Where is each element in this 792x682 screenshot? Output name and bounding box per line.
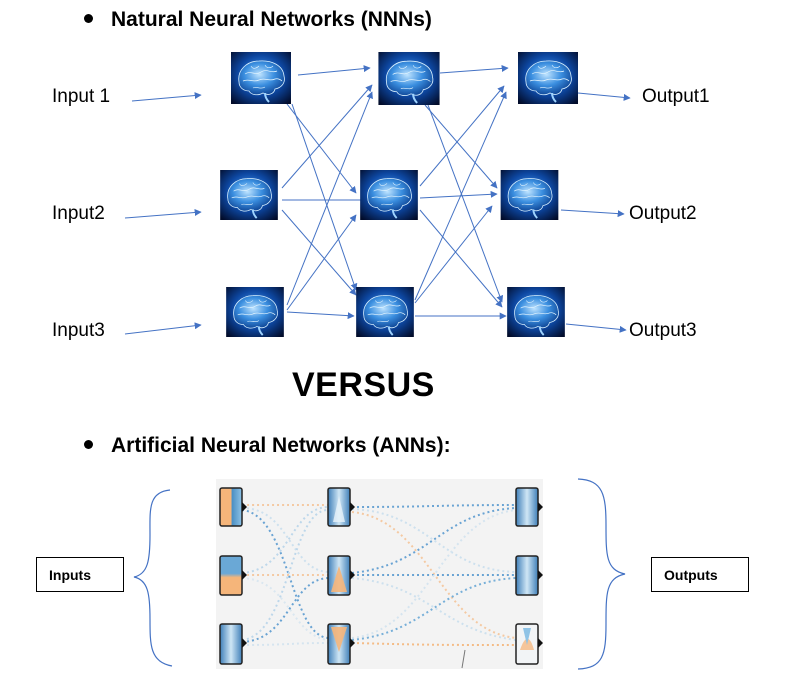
outputs-brace	[577, 478, 626, 670]
ann-neuron	[219, 555, 243, 596]
inputs-brace	[133, 489, 173, 667]
versus-text: VERSUS	[292, 366, 435, 404]
ann-heading: Artificial Neural Networks (ANNs):	[84, 434, 451, 458]
ann-neuron	[219, 487, 243, 527]
nnn-output-1-label: Output1	[642, 86, 710, 107]
ann-panel	[216, 479, 543, 669]
ann-inputs-label: Inputs	[49, 566, 91, 583]
brain-node-icon	[359, 170, 419, 220]
brain-node-icon	[355, 287, 415, 337]
ann-neuron	[219, 623, 243, 665]
brain-node-icon	[506, 287, 566, 337]
nnn-nodes	[219, 52, 578, 337]
brain-node-icon	[518, 52, 578, 104]
nnn-output-3-label: Output3	[629, 320, 697, 341]
ann-inputs-box: Inputs	[36, 557, 124, 592]
brain-node-icon	[225, 287, 285, 337]
nnn-heading: Natural Neural Networks (NNNs)	[84, 8, 432, 32]
nnn-input-3-label: Input3	[52, 320, 105, 341]
ann-panel-bg	[216, 479, 543, 669]
ann-connections	[241, 503, 517, 646]
nnn-input-2-label: Input2	[52, 203, 105, 224]
ann-neuron	[515, 555, 539, 596]
brain-node-icon	[378, 52, 440, 105]
brain-node-icon	[229, 52, 293, 104]
bullet-icon	[84, 13, 93, 23]
nnn-input-1-label: Input 1	[52, 86, 111, 107]
ann-outputs-label: Outputs	[664, 566, 718, 583]
ann-outputs-box: Outputs	[651, 557, 749, 592]
ann-neuron	[515, 487, 539, 527]
ann-pointer	[461, 649, 466, 669]
nnn-connections	[124, 64, 631, 335]
nnn-output-2-label: Output2	[629, 203, 697, 224]
brain-node-icon	[499, 170, 560, 220]
ann-title: Artificial Neural Networks (ANNs):	[111, 434, 451, 457]
brain-node-icon	[219, 170, 279, 220]
nnn-title: Natural Neural Networks (NNNs)	[111, 8, 432, 31]
bullet-icon	[84, 439, 93, 449]
